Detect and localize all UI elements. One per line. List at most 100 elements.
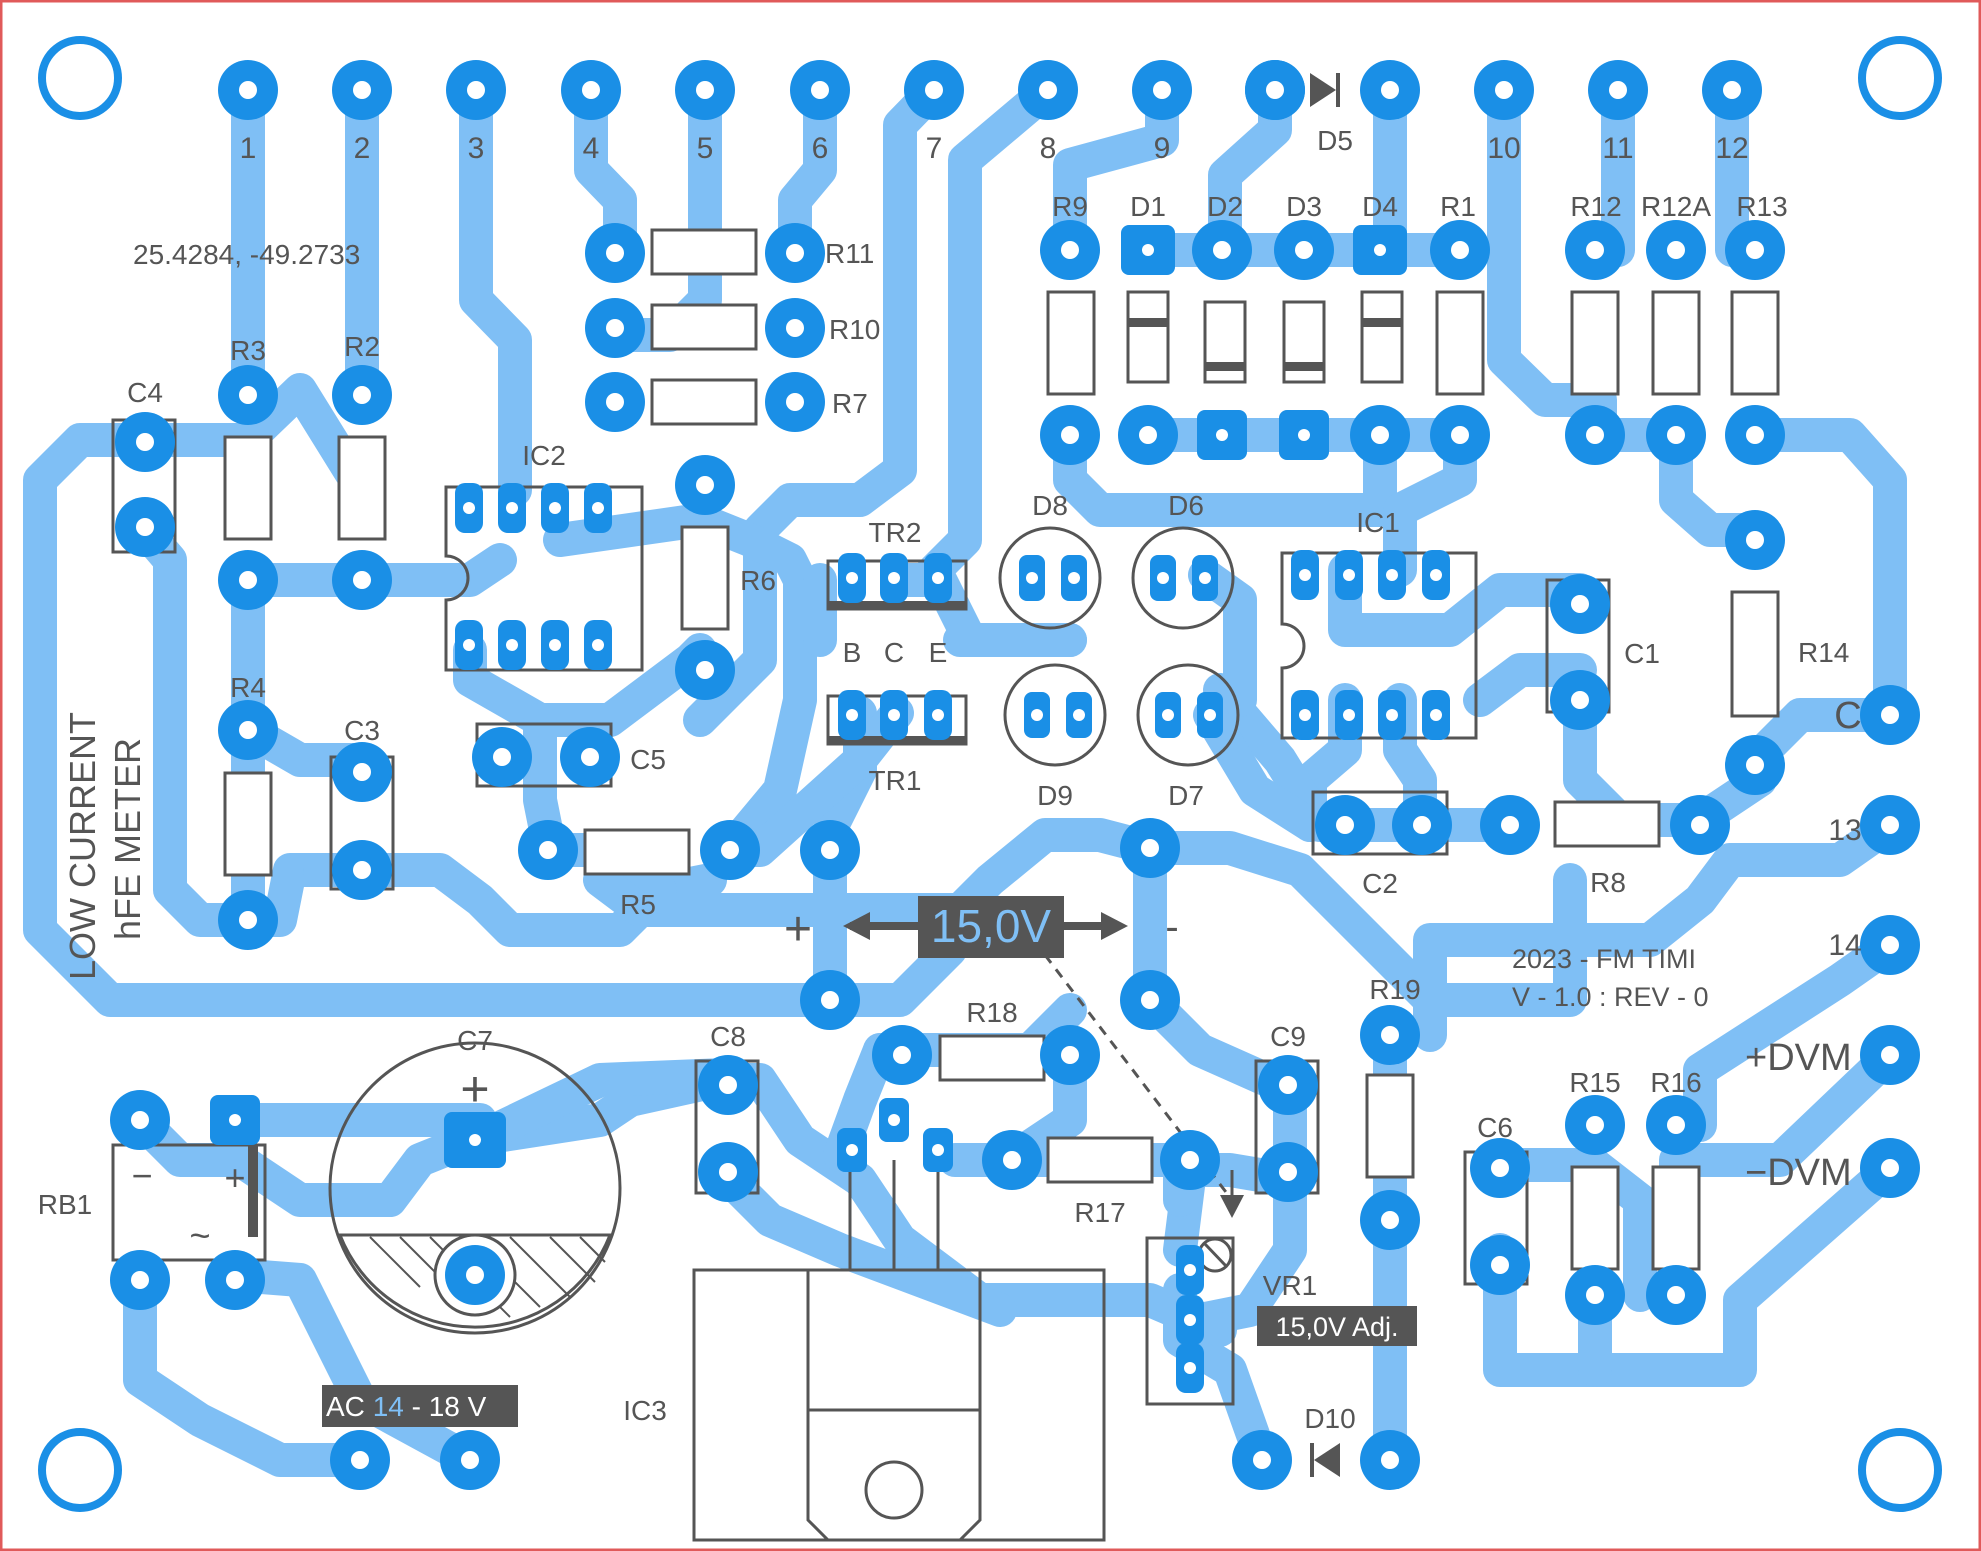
pad-hole xyxy=(696,661,714,679)
r17-label: R17 xyxy=(1074,1197,1125,1228)
pad-hole xyxy=(549,639,561,651)
pad-hole xyxy=(1881,1046,1899,1064)
pad-hole xyxy=(506,502,518,514)
conn-8-label: 8 xyxy=(1040,132,1057,165)
d4-body xyxy=(1360,290,1404,384)
pad-hole xyxy=(1295,241,1313,259)
r3-body xyxy=(223,435,273,541)
d8-label: D8 xyxy=(1032,490,1068,521)
pad-hole xyxy=(932,1144,944,1156)
r10-body xyxy=(650,303,758,351)
pad-hole xyxy=(696,476,714,494)
pad-hole xyxy=(888,709,900,721)
conn-2-label: 2 xyxy=(354,132,371,165)
pad-hole xyxy=(353,861,371,879)
d6-label: D6 xyxy=(1168,490,1204,521)
version-line1: 2023 - FM TIMI xyxy=(1512,944,1696,974)
pad-hole xyxy=(1061,1046,1079,1064)
voltage-minus: - xyxy=(1165,905,1178,949)
d6-body xyxy=(1131,526,1235,630)
pad-hole xyxy=(1142,244,1154,256)
mounting-holes xyxy=(38,36,1942,1512)
pad-hole xyxy=(1266,81,1284,99)
r4-body xyxy=(223,771,273,877)
r7-body xyxy=(650,378,758,426)
pad-hole xyxy=(821,841,839,859)
pad-hole xyxy=(1299,709,1311,721)
pad-hole xyxy=(1336,816,1354,834)
rb1-label: RB1 xyxy=(38,1189,92,1220)
ac-label: AC 14 - 18 V xyxy=(322,1385,518,1427)
pad-hole xyxy=(1184,1264,1196,1276)
r1-label: R1 xyxy=(1440,191,1476,222)
pad-hole xyxy=(1746,241,1764,259)
mount-hole-icon xyxy=(38,36,122,120)
pad-hole xyxy=(1451,241,1469,259)
r6-label: R6 xyxy=(740,565,776,596)
d2-label: D2 xyxy=(1207,191,1243,222)
pad-hole xyxy=(1667,1116,1685,1134)
pad-hole xyxy=(846,1144,858,1156)
r2-body xyxy=(337,435,387,541)
pad-hole xyxy=(1571,691,1589,709)
r3-label: R3 xyxy=(230,335,266,366)
pad-hole xyxy=(1031,709,1043,721)
pad-hole xyxy=(1253,1451,1271,1469)
pad-hole xyxy=(592,502,604,514)
pad-hole xyxy=(353,571,371,589)
pad-hole xyxy=(1746,756,1764,774)
pad-hole xyxy=(1881,816,1899,834)
pad-hole xyxy=(1667,1286,1685,1304)
pad-hole xyxy=(932,709,944,721)
pad-hole xyxy=(1491,1256,1509,1274)
pad-hole xyxy=(463,502,475,514)
pad-hole xyxy=(1181,1151,1199,1169)
pad-hole xyxy=(719,1076,737,1094)
pad-hole xyxy=(1061,426,1079,444)
pad-hole xyxy=(1609,81,1627,99)
pad-hole xyxy=(1213,241,1231,259)
r13-body xyxy=(1730,290,1780,396)
pad-hole xyxy=(1746,531,1764,549)
r4-label: R4 xyxy=(230,672,266,703)
pad-hole xyxy=(1039,81,1057,99)
tr-pin-e: E xyxy=(929,637,948,668)
pad-hole xyxy=(1495,81,1513,99)
ic3-label: IC3 xyxy=(623,1395,667,1426)
pad-hole xyxy=(1381,1211,1399,1229)
pad-hole xyxy=(226,1271,244,1289)
pad-hole xyxy=(506,639,518,651)
tr-pin-b: B xyxy=(843,637,862,668)
pad-hole xyxy=(1723,81,1741,99)
pad-hole xyxy=(1204,709,1216,721)
c8-label: C8 xyxy=(710,1021,746,1052)
pad-hole xyxy=(239,81,257,99)
pad-hole xyxy=(461,1451,479,1469)
pad-hole xyxy=(1141,839,1159,857)
pad-hole xyxy=(493,748,511,766)
pad-hole xyxy=(1003,1151,1021,1169)
r2-label: R2 xyxy=(344,331,380,362)
pad-hole xyxy=(1374,244,1386,256)
pad-hole xyxy=(136,518,154,536)
pad-hole xyxy=(1279,1163,1297,1181)
pad-hole xyxy=(463,639,475,651)
pad-hole xyxy=(1184,1314,1196,1326)
ac-label-text: AC 14 - 18 V xyxy=(326,1391,487,1422)
pad-group xyxy=(110,60,1920,1490)
r15-body xyxy=(1570,1165,1620,1271)
pad-hole xyxy=(696,81,714,99)
voltage-label: 15,0V + - xyxy=(784,896,1179,958)
pad-hole xyxy=(1667,426,1685,444)
pad-hole xyxy=(786,393,804,411)
r11-label: R11 xyxy=(825,238,874,269)
pad-hole xyxy=(1073,709,1085,721)
pad-hole xyxy=(1586,1116,1604,1134)
connector-numbers: 1 2 3 4 5 6 7 8 9 10 11 12 13 14 xyxy=(240,132,1862,962)
rb1-plus: + xyxy=(224,1157,245,1198)
rb1-minus: − xyxy=(131,1155,152,1196)
pad-hole xyxy=(1061,241,1079,259)
r12a-body xyxy=(1651,290,1701,396)
r18-body xyxy=(938,1034,1046,1082)
pad-hole xyxy=(1299,569,1311,581)
